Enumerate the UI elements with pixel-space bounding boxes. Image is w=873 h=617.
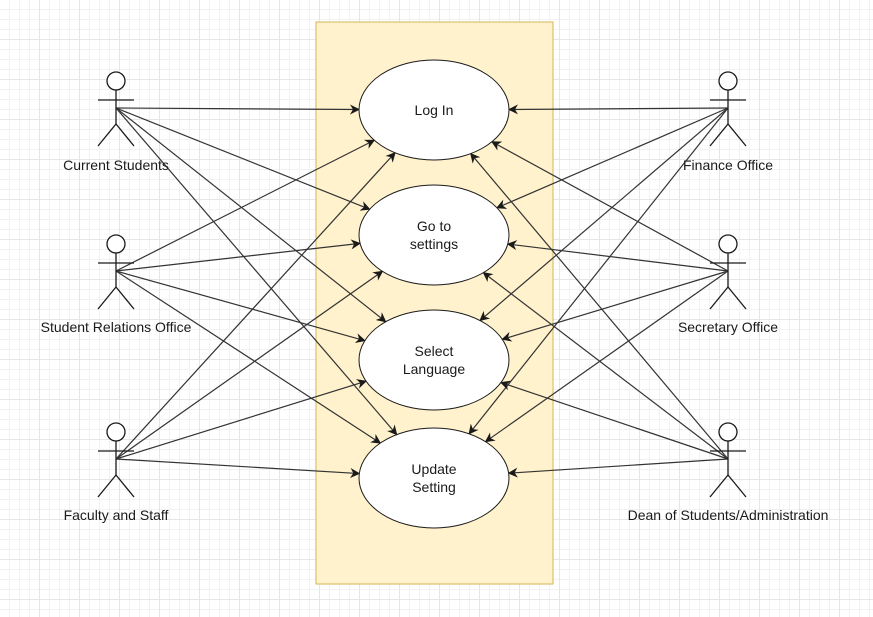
use-case-label-go-to-settings: Go to settings xyxy=(409,218,459,252)
use-case-settings[interactable] xyxy=(358,184,510,286)
association-faculty-and-staff-to-login[interactable] xyxy=(115,151,396,460)
association-faculty-and-staff-to-update[interactable] xyxy=(115,458,361,478)
actor-label-student-relations-office: Student Relations Office xyxy=(40,319,192,335)
actor-secretary-office-icon[interactable] xyxy=(709,234,747,310)
association-current-students-to-settings[interactable] xyxy=(115,107,371,211)
association-student-relations-office-to-update[interactable] xyxy=(115,270,382,444)
association-dean-of-students-to-login[interactable] xyxy=(470,152,729,460)
association-dean-of-students-to-settings[interactable] xyxy=(482,272,729,460)
association-student-relations-office-to-login[interactable] xyxy=(115,139,376,272)
actor-label-finance-office: Finance Office xyxy=(682,157,774,173)
association-current-students-to-update[interactable] xyxy=(115,107,398,436)
actor-label-dean-of-students: Dean of Students/Administration xyxy=(627,507,829,523)
association-secretary-office-to-language[interactable] xyxy=(501,270,729,342)
actor-dean-of-students-icon[interactable] xyxy=(709,422,747,498)
actor-finance-office-icon[interactable] xyxy=(709,71,747,147)
actor-student-relations-office-icon[interactable] xyxy=(97,234,135,310)
association-student-relations-office-to-settings[interactable] xyxy=(115,239,362,272)
actor-label-current-students: Current Students xyxy=(63,157,169,173)
association-finance-office-to-login[interactable] xyxy=(507,104,729,115)
association-faculty-and-staff-to-language[interactable] xyxy=(115,379,367,460)
association-current-students-to-language[interactable] xyxy=(115,107,387,323)
association-finance-office-to-language[interactable] xyxy=(479,107,729,322)
associations-layer xyxy=(115,104,729,478)
use-case-login[interactable] xyxy=(358,59,510,161)
association-dean-of-students-to-language[interactable] xyxy=(499,380,729,460)
association-current-students-to-login[interactable] xyxy=(115,104,361,115)
use-cases-layer xyxy=(358,59,510,529)
use-case-update[interactable] xyxy=(358,427,510,529)
association-secretary-office-to-update[interactable] xyxy=(484,270,729,443)
association-student-relations-office-to-language[interactable] xyxy=(115,270,366,344)
use-case-label-select-language: Select Language xyxy=(402,343,466,377)
association-finance-office-to-update[interactable] xyxy=(468,107,729,435)
actor-faculty-and-staff-icon[interactable] xyxy=(97,422,135,498)
actor-label-secretary-office: Secretary Office xyxy=(677,319,779,335)
actor-label-faculty-and-staff: Faculty and Staff xyxy=(63,507,169,523)
use-case-label-update-setting: Update Setting xyxy=(411,461,457,495)
association-secretary-office-to-login[interactable] xyxy=(491,141,729,272)
actors-layer xyxy=(97,71,747,498)
association-dean-of-students-to-update[interactable] xyxy=(507,458,729,478)
association-faculty-and-staff-to-settings[interactable] xyxy=(115,270,384,460)
association-secretary-office-to-settings[interactable] xyxy=(506,240,729,272)
association-finance-office-to-settings[interactable] xyxy=(496,107,729,209)
actor-current-students-icon[interactable] xyxy=(97,71,135,147)
use-case-label-log-in: Log In xyxy=(414,102,454,118)
use-case-language[interactable] xyxy=(358,309,510,411)
